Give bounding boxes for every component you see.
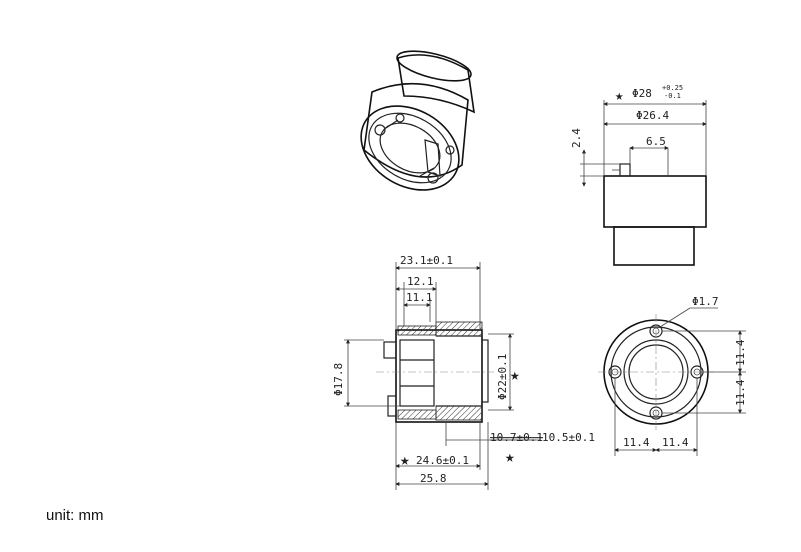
star-marker: ★ [505, 447, 515, 466]
dim-11-4-left: 11.4 [623, 436, 650, 449]
dim-10-5: 10.5±0.1 [542, 431, 595, 444]
dim-d28-tol-dn: -0.1 [664, 92, 681, 100]
dim-23-1: 23.1±0.1 [400, 254, 453, 267]
dim-24-6: 24.6±0.1 [416, 454, 469, 467]
dim-11-4-right: 11.4 [662, 436, 689, 449]
dim-10-7: 10.7±0.1 [490, 431, 543, 444]
dim-12-1: 12.1 [407, 275, 434, 288]
side-view-top [580, 100, 707, 266]
dim-11-4-upper: 11.4 [734, 339, 747, 366]
dim-25-8: 25.8 [420, 472, 447, 485]
unit-label: unit: mm [46, 507, 104, 524]
dim-d17-8: Φ17.8 [332, 363, 345, 396]
dim-11-1: 11.1 [406, 291, 433, 304]
dim-d28-tol-up: +0.25 [662, 84, 683, 92]
dim-2-4: 2.4 [570, 128, 583, 148]
dim-d22: Φ22±0.1 [496, 354, 509, 400]
section-view [344, 262, 540, 490]
front-view [598, 307, 746, 456]
dim-d26-4: Φ26.4 [636, 109, 669, 122]
dim-d28: Φ28 [632, 87, 652, 100]
star-marker: ★ [510, 365, 520, 384]
star-marker: ★ [615, 88, 624, 104]
star-marker: ★ [400, 450, 410, 469]
isometric-view [360, 50, 476, 191]
dim-11-4-lower: 11.4 [734, 379, 747, 406]
dim-d1-7: Φ1.7 [692, 295, 719, 308]
dim-6-5: 6.5 [646, 135, 666, 148]
